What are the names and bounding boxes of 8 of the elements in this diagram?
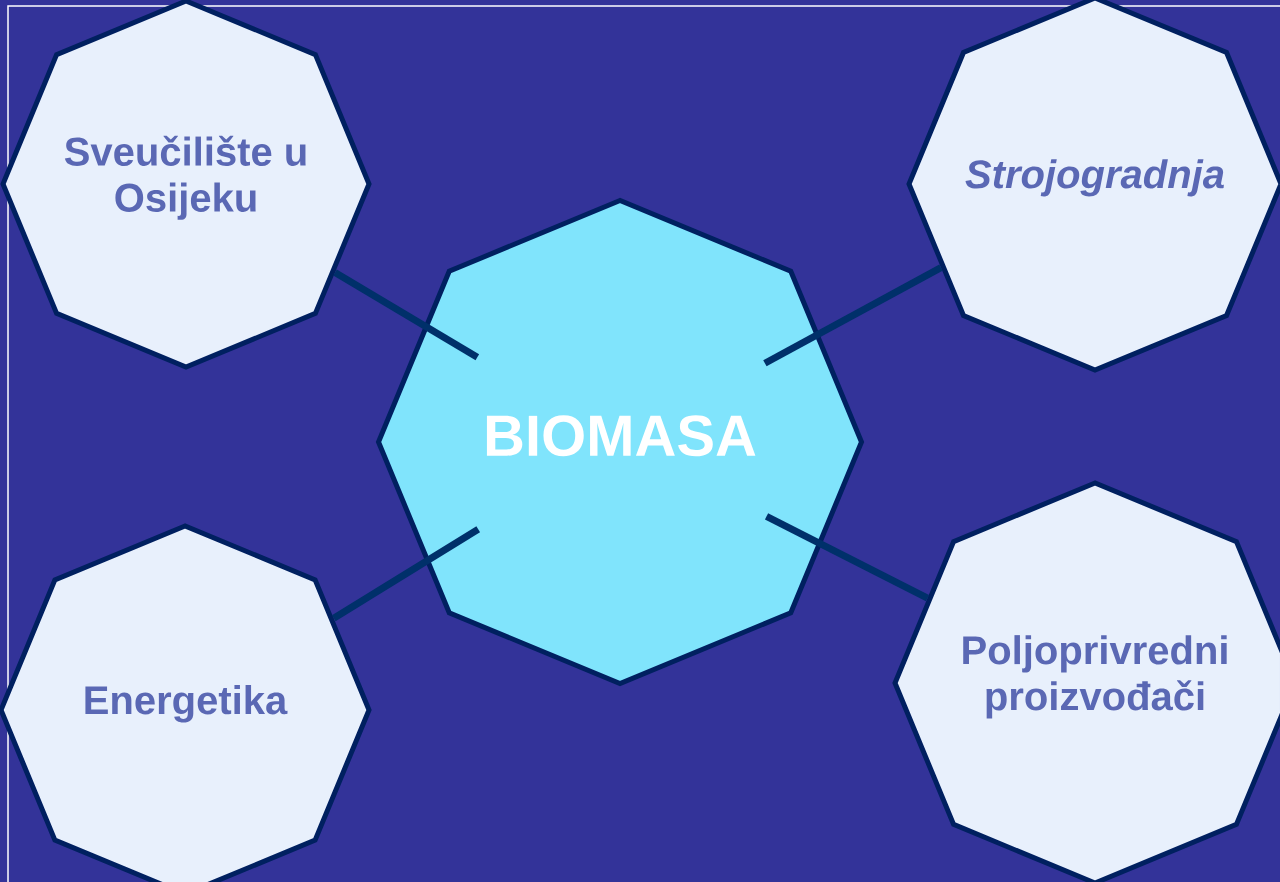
- connector-line: [333, 269, 480, 361]
- connector-line: [763, 264, 943, 367]
- octagon-box: Poljoprivredni proizvođači: [892, 480, 1280, 882]
- octagon-box: Energetika: [0, 523, 372, 882]
- connector-line: [764, 513, 930, 602]
- octagon-box: Sveučilište u Osijeku: [0, 0, 372, 370]
- octagon-box: Strojogradnja: [906, 0, 1280, 373]
- connector-line: [331, 526, 481, 622]
